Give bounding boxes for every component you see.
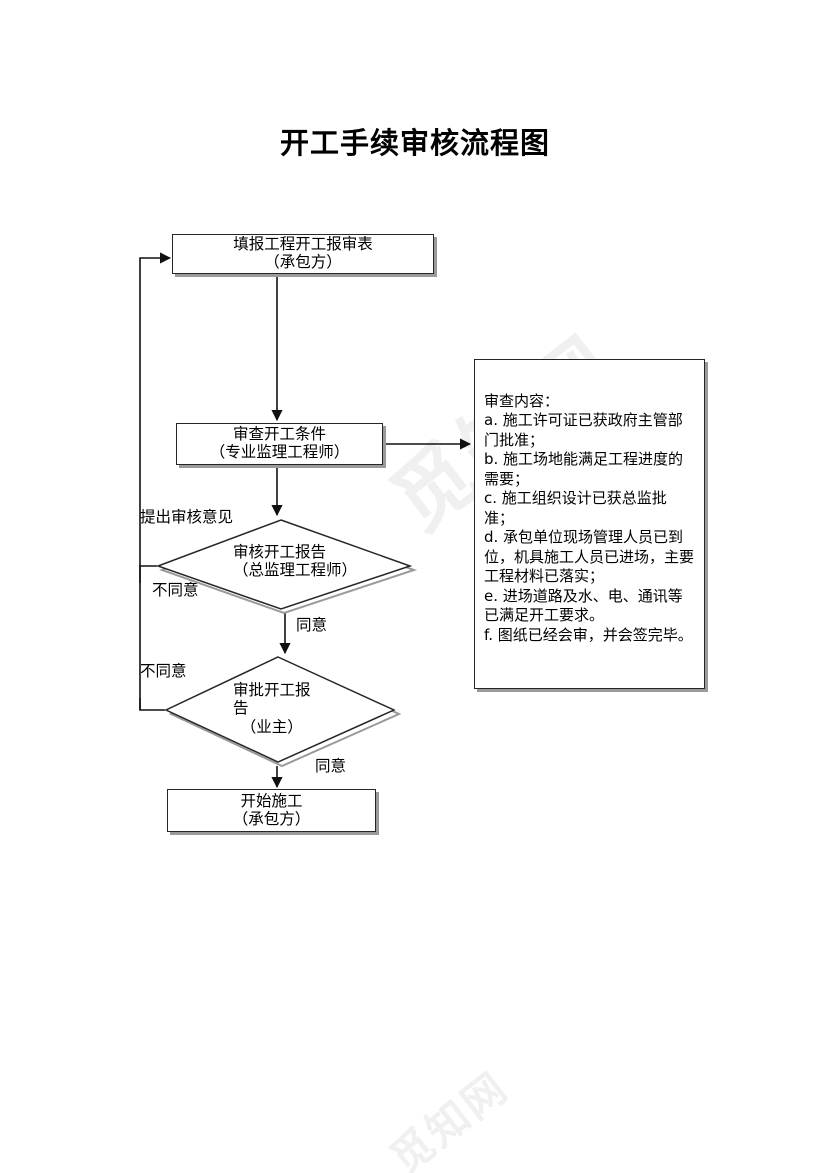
- edge-decision2-reject: [139, 698, 165, 711]
- decision-shape-1: [155, 519, 418, 615]
- node-begin-construction-label: 开始施工 （承包方）: [232, 791, 311, 828]
- note-panel-review-contents: 审查内容： a. 施工许可证已获政府主管部门批准； b. 施工场地能满足工程进度…: [474, 359, 705, 689]
- edge-feedback-trunk: [139, 252, 172, 710]
- node-review-start-report[interactable]: 审核开工报告 （总监理工程师）: [155, 518, 418, 615]
- edge-label-reject-lower: 不同意: [140, 662, 187, 680]
- node-fill-application-form[interactable]: 填报工程开工报审表 （承包方）: [172, 234, 434, 274]
- node-review-start-conditions[interactable]: 审查开工条件 （专业监理工程师）: [176, 423, 383, 465]
- edge-label-agree-lower: 同意: [315, 757, 347, 775]
- node-begin-construction[interactable]: 开始施工 （承包方）: [167, 789, 376, 832]
- node-approve-start-report[interactable]: 审批开工报 告 （业主）: [164, 655, 402, 768]
- edge-label-agree-upper: 同意: [296, 616, 328, 634]
- page-title: 开工手续审核流程图: [279, 126, 550, 160]
- node-approve-start-report-label: 审批开工报 告 （业主）: [233, 681, 311, 736]
- node-review-start-report-label: 审核开工报告 （总监理工程师）: [233, 543, 358, 580]
- note-panel-text: 审查内容： a. 施工许可证已获政府主管部门批准； b. 施工场地能满足工程进度…: [484, 391, 695, 644]
- edge-label-reject-upper: 不同意: [152, 581, 199, 599]
- edge-label-submit-opinion: 提出审核意见: [140, 508, 234, 526]
- node-fill-application-form-label: 填报工程开工报审表 （承包方）: [233, 235, 373, 271]
- node-review-start-conditions-label: 审查开工条件 （专业监理工程师）: [209, 425, 350, 461]
- decision-shape-2: [164, 656, 402, 768]
